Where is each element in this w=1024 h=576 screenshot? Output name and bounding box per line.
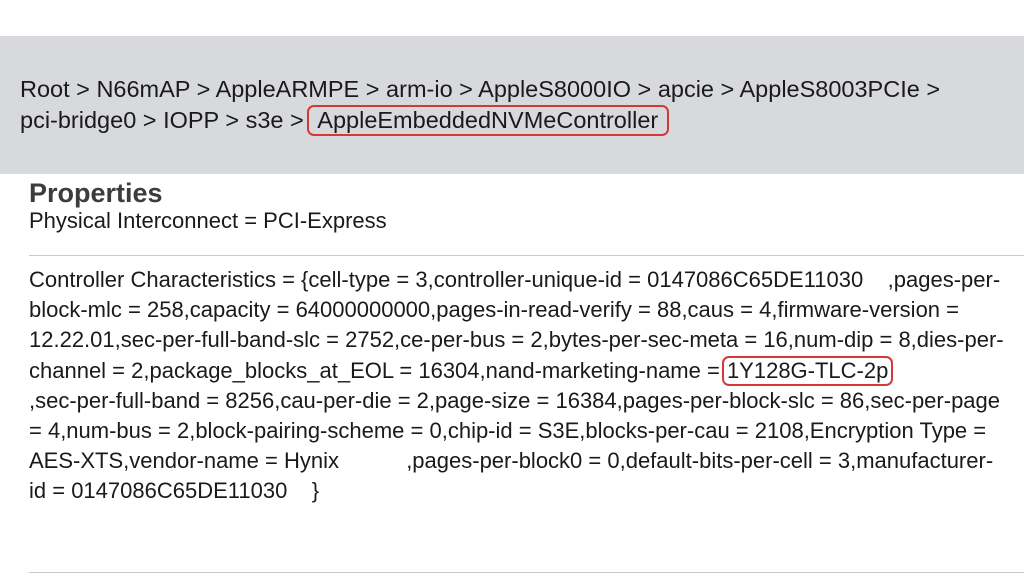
breadcrumb-item-applearmpe[interactable]: AppleARMPE bbox=[215, 76, 360, 102]
breadcrumb-separator: > bbox=[76, 76, 90, 102]
property-text-after: ,sec-per-full-band = 8256,cau-per-die = … bbox=[29, 357, 1007, 504]
breadcrumb: Root > N66mAP > AppleARMPE > arm-io > Ap… bbox=[20, 74, 1010, 136]
breadcrumb-item-apples8000io[interactable]: AppleS8000IO bbox=[478, 76, 632, 102]
breadcrumb-item-n66map[interactable]: N66mAP bbox=[96, 76, 191, 102]
breadcrumb-separator: > bbox=[196, 76, 211, 102]
property-row-physical-interconnect[interactable]: Physical Interconnect = PCI-Express bbox=[29, 206, 1009, 236]
breadcrumb-separator: > bbox=[365, 76, 380, 102]
property-text-before: Controller Characteristics = {cell-type … bbox=[29, 267, 1004, 383]
breadcrumb-item-apcie[interactable]: apcie bbox=[657, 76, 714, 102]
breadcrumb-separator: > bbox=[290, 107, 304, 133]
breadcrumb-separator: > bbox=[459, 76, 473, 102]
breadcrumb-separator: > bbox=[225, 107, 240, 133]
breadcrumb-item-root[interactable]: Root bbox=[20, 76, 70, 102]
breadcrumb-item-s3e[interactable]: s3e bbox=[245, 107, 284, 133]
breadcrumb-separator: > bbox=[926, 76, 941, 102]
row-divider bbox=[29, 572, 1024, 573]
breadcrumb-item-apples8003pcie[interactable]: AppleS8003PCIe bbox=[739, 76, 920, 102]
breadcrumb-separator: > bbox=[142, 107, 157, 133]
breadcrumb-separator: > bbox=[720, 76, 735, 102]
nand-marketing-name-highlight: 1Y128G-TLC-2p bbox=[721, 355, 894, 386]
top-strip bbox=[0, 0, 1024, 36]
section-header-background bbox=[0, 174, 1024, 204]
row-divider bbox=[29, 255, 1024, 256]
breadcrumb-item-arm-io[interactable]: arm-io bbox=[386, 76, 453, 102]
section-header-properties: Properties bbox=[29, 178, 163, 208]
breadcrumb-item-iopp[interactable]: IOPP bbox=[163, 107, 219, 133]
properties-list[interactable]: Physical Interconnect = PCI-Express Cont… bbox=[0, 174, 1024, 576]
property-text: Physical Interconnect = PCI-Express bbox=[29, 208, 387, 233]
breadcrumb-bar bbox=[0, 36, 1024, 174]
breadcrumb-current-item: AppleEmbeddedNVMeController bbox=[307, 105, 670, 136]
property-row-controller-characteristics[interactable]: Controller Characteristics = {cell-type … bbox=[29, 265, 1009, 507]
breadcrumb-item-pci-bridge0[interactable]: pci-bridge0 bbox=[20, 107, 137, 133]
breadcrumb-separator: > bbox=[637, 76, 652, 102]
